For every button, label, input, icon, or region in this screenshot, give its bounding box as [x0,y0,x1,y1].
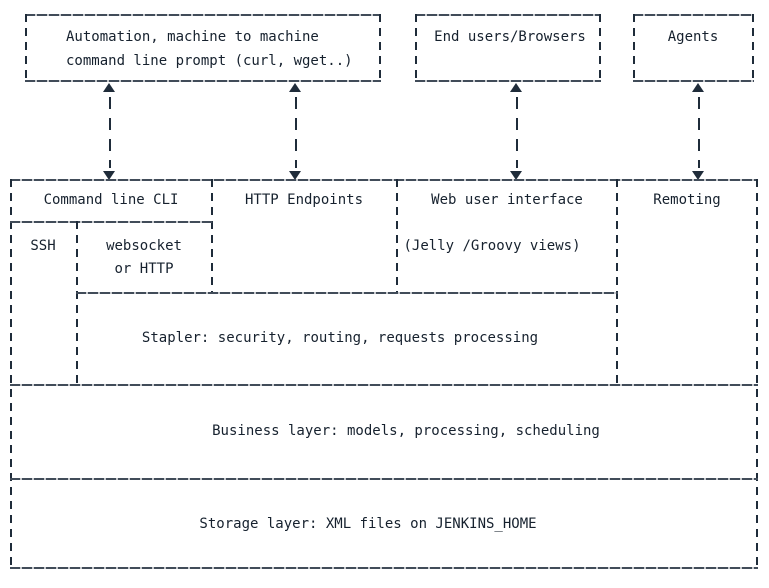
web-ui-label: Web user interface [431,192,583,208]
arrow-up-icon [510,83,522,92]
jelly-groovy-note: (Jelly /Groovy views) [403,238,581,254]
arrow-up-icon [289,83,301,92]
main-panel-border-right [756,179,758,569]
storage-layer-border-top [10,478,758,480]
cli-column-label: Command line CLI [43,192,179,208]
automation-box-border-left [25,14,27,80]
end-users-box-border-left [415,14,417,80]
automation-box-label-line1: Automation, machine to machine [66,29,319,45]
business-layer-border-top [10,384,758,386]
divider-ssh-websocket [76,221,78,385]
ssh-label: SSH [30,238,56,254]
connector-line [295,97,297,168]
stapler-layer-border-top [76,292,618,294]
automation-box-label-line2: command line prompt (curl, wget..) [66,53,353,69]
main-panel-border-top [10,179,758,181]
divider-cli-http [211,179,213,293]
websocket-label-line2: or HTTP [114,261,174,277]
http-endpoints-label: HTTP Endpoints [244,192,364,208]
remoting-label: Remoting [653,192,721,208]
arrow-up-icon [103,83,115,92]
arrow-down-icon [103,171,115,180]
business-layer-label: Business layer: models, processing, sche… [212,423,600,439]
automation-box-border-right [379,14,381,80]
main-panel-border-bottom [10,567,758,569]
end-users-box-border-bottom [415,80,601,82]
stapler-layer-label: Stapler: security, routing, requests pro… [141,330,539,346]
arrow-down-icon [692,171,704,180]
agents-box-border-top [633,14,754,16]
agents-box-border-right [752,14,754,80]
arrow-up-icon [692,83,704,92]
agents-box-border-left [633,14,635,80]
end-users-box-label: End users/Browsers [434,29,586,45]
connector-line [109,97,111,168]
connector-line [516,97,518,168]
cli-title-underline [10,221,213,223]
divider-web-remoting [616,179,618,385]
connector-line [698,97,700,168]
agents-box-border-bottom [633,80,754,82]
agents-box-label: Agents [667,29,719,45]
arrow-down-icon [510,171,522,180]
storage-layer-label: Storage layer: XML files on JENKINS_HOME [199,516,537,532]
end-users-box-border-top [415,14,601,16]
main-panel-border-left [10,179,12,569]
divider-http-web [396,179,398,293]
end-users-box-border-right [599,14,601,80]
arrow-down-icon [289,171,301,180]
websocket-label-line1: websocket [106,238,182,254]
automation-box-border-bottom [25,80,381,82]
automation-box-border-top [25,14,381,16]
